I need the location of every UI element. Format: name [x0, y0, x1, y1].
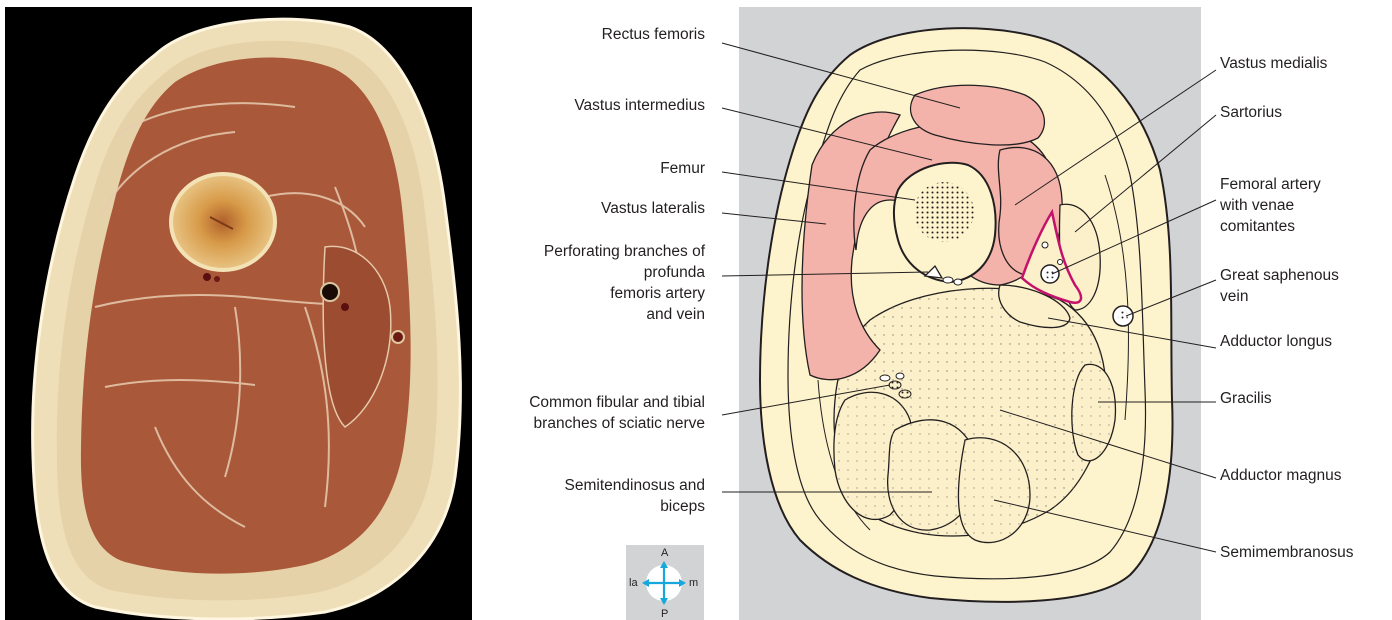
label-femur: Femur — [660, 159, 705, 178]
label-perforating-branches: Perforating branches of profunda femoris… — [544, 241, 705, 325]
compass-posterior: P — [661, 609, 668, 620]
label-femoral-artery: Femoral artery with venae comitantes — [1220, 174, 1321, 237]
label-vastus-lateralis: Vastus lateralis — [601, 199, 705, 218]
label-adductor-longus: Adductor longus — [1220, 332, 1332, 351]
label-vastus-medialis: Vastus medialis — [1220, 54, 1327, 73]
label-gracilis: Gracilis — [1220, 389, 1272, 408]
compass-lateral: la — [629, 578, 638, 589]
compass-medial: m — [689, 578, 698, 589]
label-semitendinosus-biceps: Semitendinosus and biceps — [565, 475, 705, 517]
label-vastus-intermedius: Vastus intermedius — [574, 96, 705, 115]
label-adductor-magnus: Adductor magnus — [1220, 466, 1342, 485]
label-sartorius: Sartorius — [1220, 103, 1282, 122]
label-semimembranosus: Semimembranosus — [1220, 543, 1354, 562]
orientation-compass: A P la m — [626, 545, 704, 620]
label-sciatic-nerve: Common fibular and tibial branches of sc… — [529, 392, 705, 434]
label-rectus-femoris: Rectus femoris — [602, 25, 705, 44]
compass-anterior: A — [661, 548, 668, 559]
label-great-saphenous-vein: Great saphenous vein — [1220, 265, 1339, 307]
